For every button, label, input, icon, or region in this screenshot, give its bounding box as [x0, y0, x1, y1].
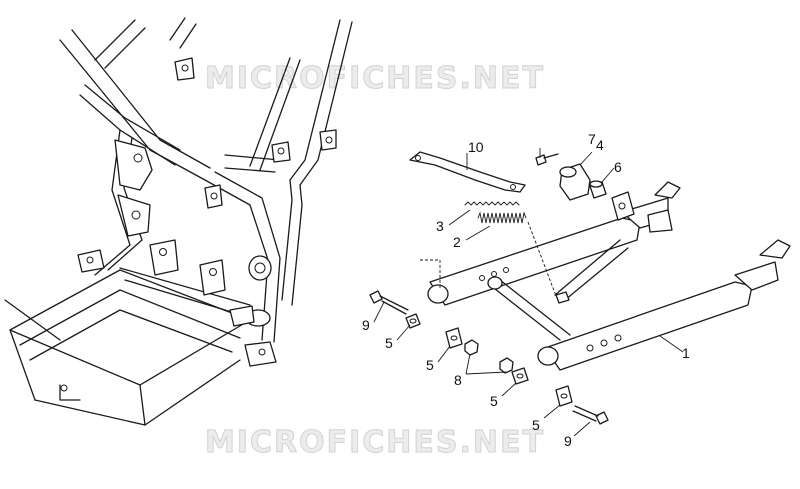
callout-7: 7: [588, 131, 596, 147]
part-5-washer-c: [511, 367, 529, 385]
callout-1: 1: [682, 345, 690, 361]
callout-9-left: 9: [362, 317, 370, 333]
part-4-bushing: [559, 163, 591, 201]
part-3-small-spring: [464, 201, 520, 206]
watermark-top: MICROFICHES.NET: [205, 61, 545, 96]
callout-3: 3: [436, 218, 444, 234]
callout-5-b: 5: [426, 357, 434, 373]
motorcycle-frame: [4, 17, 353, 426]
callout-10: 10: [468, 139, 484, 155]
callout-6: 6: [614, 159, 622, 175]
leader-lines: [373, 148, 684, 437]
part-6-spacer: [589, 180, 607, 199]
callout-5-d: 5: [532, 417, 540, 433]
part-2-large-spring: [477, 211, 527, 224]
callout-8: 8: [454, 372, 462, 388]
watermark-bottom: MICROFICHES.NET: [205, 425, 545, 460]
callout-4: 4: [596, 137, 604, 153]
callout-2: 2: [453, 234, 461, 250]
part-9-bolt-right: [572, 405, 609, 425]
part-5-washer-a: [405, 313, 421, 329]
callout-5-a: 5: [385, 335, 393, 351]
part-9-bolt-left: [369, 290, 409, 315]
part-5-washer-d: [555, 385, 573, 407]
part-8-nut-b: [499, 357, 514, 374]
part-8-nut-a: [464, 339, 479, 356]
callout-9-right: 9: [564, 433, 572, 449]
center-stand: [427, 181, 791, 371]
part-10-plate: [409, 151, 526, 193]
part-7-screw: [535, 153, 559, 166]
callout-5-c: 5: [490, 393, 498, 409]
part-5-washer-b: [445, 327, 463, 349]
